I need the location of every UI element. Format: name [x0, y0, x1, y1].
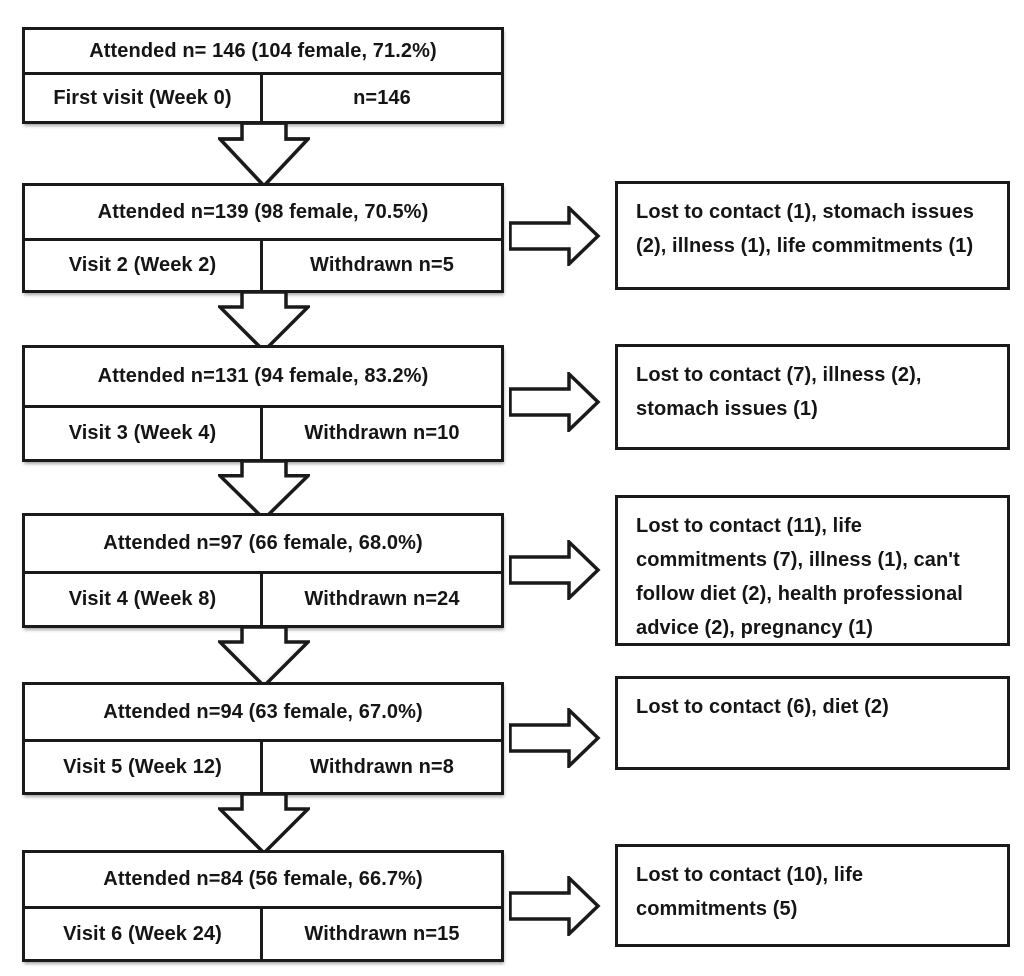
visit-label: Visit 6 (Week 24): [25, 909, 263, 959]
withdraw-reasons-box: Lost to contact (7), illness (2), stomac…: [615, 344, 1010, 450]
attended-label: Attended n=97 (66 female, 68.0%): [25, 516, 501, 574]
stage-box-visit-3: Attended n=131 (94 female, 83.2%) Visit …: [22, 345, 504, 462]
stage-box-first-visit: Attended n= 146 (104 female, 71.2%) Firs…: [22, 27, 504, 124]
right-arrow-icon: [509, 372, 601, 432]
down-arrow-icon: [218, 122, 310, 188]
stage-detail-row: Visit 5 (Week 12) Withdrawn n=8: [25, 742, 501, 792]
attended-label: Attended n=139 (98 female, 70.5%): [25, 186, 501, 241]
stage-box-visit-5: Attended n=94 (63 female, 67.0%) Visit 5…: [22, 682, 504, 795]
withdraw-reasons-box: Lost to contact (11), life commitments (…: [615, 495, 1010, 646]
down-arrow-icon: [218, 626, 310, 688]
stage-box-visit-4: Attended n=97 (66 female, 68.0%) Visit 4…: [22, 513, 504, 628]
stage-detail-row: Visit 3 (Week 4) Withdrawn n=10: [25, 408, 501, 459]
visit-label: Visit 5 (Week 12): [25, 742, 263, 792]
down-arrow-icon: [218, 460, 310, 521]
withdrawn-label: Withdrawn n=5: [310, 254, 454, 276]
attended-label: Attended n=131 (94 female, 83.2%): [25, 348, 501, 408]
visit-label: Visit 2 (Week 2): [25, 241, 263, 290]
right-arrow-icon: [509, 206, 601, 266]
right-arrow-icon: [509, 540, 601, 600]
visit-label: First visit (Week 0): [25, 75, 263, 121]
down-arrow-icon: [218, 291, 310, 353]
stage-detail-row: First visit (Week 0) n=146: [25, 75, 501, 121]
right-arrow-icon: [509, 708, 601, 768]
stage-detail-row: Visit 6 (Week 24) Withdrawn n=15: [25, 909, 501, 959]
attended-label: Attended n= 146 (104 female, 71.2%): [25, 30, 501, 75]
down-arrow-icon: [218, 793, 310, 855]
withdraw-reasons-box: Lost to contact (6), diet (2): [615, 676, 1010, 770]
stage-detail-row: Visit 4 (Week 8) Withdrawn n=24: [25, 574, 501, 625]
visit-label: Visit 3 (Week 4): [25, 408, 263, 459]
withdrawn-label: Withdrawn n=10: [304, 422, 460, 444]
withdraw-reasons-box: Lost to contact (1), stomach issues (2),…: [615, 181, 1010, 290]
attended-label: Attended n=94 (63 female, 67.0%): [25, 685, 501, 742]
stage-box-visit-2: Attended n=139 (98 female, 70.5%) Visit …: [22, 183, 504, 293]
right-arrow-icon: [509, 876, 601, 936]
withdrawn-label: Withdrawn n=24: [304, 588, 460, 610]
withdraw-reasons-box: Lost to contact (10), life commitments (…: [615, 844, 1010, 947]
withdrawn-label: Withdrawn n=15: [304, 922, 460, 945]
stage-detail-row: Visit 2 (Week 2) Withdrawn n=5: [25, 241, 501, 290]
count-label: n=146: [353, 86, 411, 109]
visit-label: Visit 4 (Week 8): [25, 574, 263, 625]
attended-label: Attended n=84 (56 female, 66.7%): [25, 853, 501, 909]
withdrawn-label: Withdrawn n=8: [310, 755, 454, 778]
stage-box-visit-6: Attended n=84 (56 female, 66.7%) Visit 6…: [22, 850, 504, 962]
